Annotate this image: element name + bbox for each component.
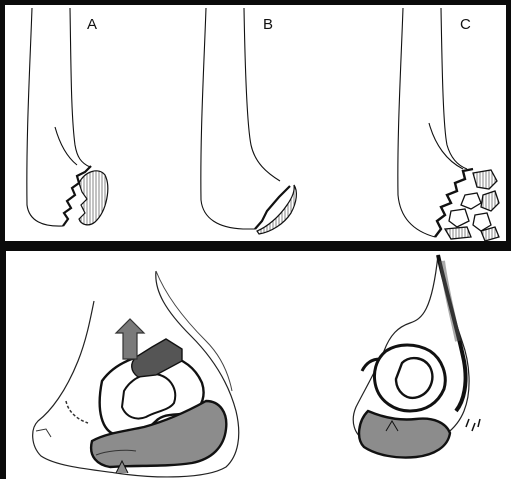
humerus-b [201,8,280,229]
capitellum-fragment-a [79,171,108,225]
fracture-3d-render-panel [6,251,511,479]
distal-humerus-render-right [353,255,480,458]
humerus-drawings [5,5,506,241]
elbow-renderings [6,251,511,479]
fracture-types-drawing-panel: A B C [5,5,506,241]
distal-humerus-render-left [33,271,239,477]
humerus-c [398,8,467,237]
humerus-a [27,8,90,226]
comminuted-fragments-c [445,170,499,241]
capitellum-fragment-b [257,185,296,234]
